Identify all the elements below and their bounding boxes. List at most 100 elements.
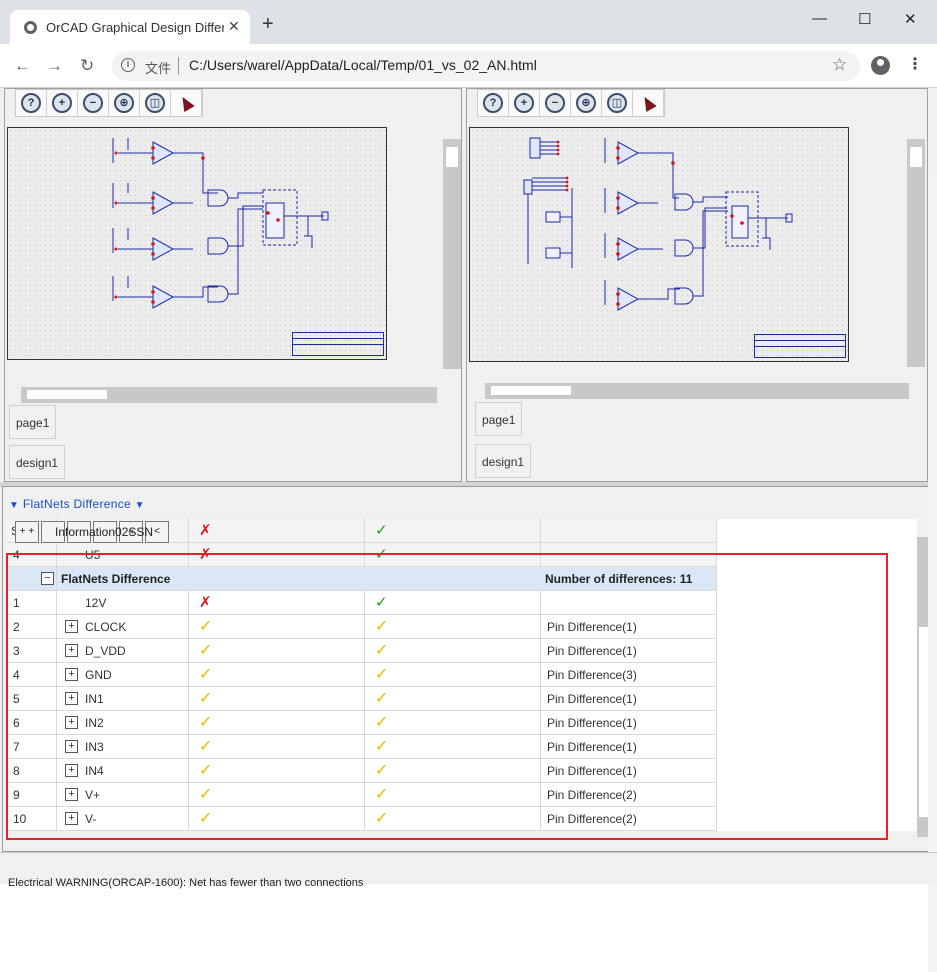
help-button[interactable]: ? — [478, 90, 509, 116]
net-name: IN1 — [57, 687, 189, 711]
expand-row-button[interactable]: + — [65, 764, 78, 777]
difference-detail: Pin Difference(1) — [541, 735, 717, 759]
right-status-check-icon: ✓ — [365, 543, 541, 567]
net-name: U5 — [57, 543, 189, 567]
select-pointer-button[interactable] — [633, 90, 664, 116]
difference-detail: Pin Difference(2) — [541, 783, 717, 807]
expand-row-button[interactable]: + — [65, 788, 78, 801]
zoom-in-button[interactable]: + — [47, 90, 78, 116]
title-block — [292, 332, 384, 356]
prev-page-button[interactable]: < — [145, 521, 169, 543]
left-vertical-scrollbar[interactable] — [443, 139, 461, 369]
overlay-info-text: Information02SSN — [55, 525, 154, 539]
back-button[interactable]: ← — [14, 56, 31, 75]
table-row[interactable]: 9+V+✓✓Pin Difference(2) — [7, 783, 717, 807]
profile-avatar-icon[interactable] — [871, 56, 890, 75]
scroll-thumb[interactable] — [27, 390, 107, 399]
row-number: 8 — [7, 759, 57, 783]
select-pointer-button[interactable] — [171, 90, 202, 116]
zoom-fit-button[interactable]: ⊕ — [109, 90, 140, 116]
close-window-button[interactable]: ✕ — [904, 11, 917, 28]
first-page-button[interactable]: « — [119, 521, 143, 543]
url-text[interactable]: C:/Users/warel/AppData/Local/Temp/01_vs_… — [189, 57, 537, 73]
left-status-warning-check-icon: ✓ — [189, 615, 365, 639]
scroll-thumb[interactable] — [446, 147, 458, 167]
net-name: GND — [57, 663, 189, 687]
reload-button[interactable]: ↻ — [80, 56, 95, 75]
expand-row-button[interactable]: + — [65, 620, 78, 633]
scroll-thumb[interactable] — [919, 627, 929, 817]
info-icon[interactable]: i — [121, 58, 135, 72]
net-name: D_VDD — [57, 639, 189, 663]
group-header-row[interactable]: − FlatNets Difference Number of differen… — [7, 567, 717, 591]
close-tab-icon[interactable]: ✕ — [228, 18, 240, 34]
scroll-thumb[interactable] — [491, 386, 571, 395]
table-row[interactable]: 4+GND✓✓Pin Difference(3) — [7, 663, 717, 687]
toolbar-button[interactable] — [67, 521, 91, 543]
menu-kebab-icon[interactable]: ⋮ — [907, 56, 923, 73]
right-status-check-icon: ✓ — [365, 519, 541, 543]
right-horizontal-scrollbar[interactable] — [485, 383, 909, 399]
zoom-out-button[interactable]: − — [78, 90, 109, 116]
zoom-fit-icon: ⊕ — [576, 93, 596, 113]
diff-panel-title: FlatNets Difference — [22, 497, 132, 511]
table-row[interactable]: 8+IN4✓✓Pin Difference(1) — [7, 759, 717, 783]
minimize-button[interactable]: — — [812, 10, 827, 27]
toolbar-button[interactable] — [41, 521, 65, 543]
table-row[interactable]: 6+IN2✓✓Pin Difference(1) — [7, 711, 717, 735]
expand-row-button[interactable]: + — [65, 812, 78, 825]
table-row[interactable]: 3+D_VDD✓✓Pin Difference(1) — [7, 639, 717, 663]
right-viewer-toolbar: ? + − ⊕ ◫ — [477, 89, 665, 117]
right-status-warning-check-icon: ✓ — [365, 783, 541, 807]
status-message: Electrical WARNING(ORCAP-1600): Net has … — [8, 877, 364, 889]
right-status-warning-check-icon: ✓ — [365, 735, 541, 759]
right-design-tab[interactable]: design1 — [475, 444, 532, 478]
row-number — [7, 567, 57, 591]
zoom-area-button[interactable]: ◫ — [602, 90, 633, 116]
left-horizontal-scrollbar[interactable] — [21, 387, 437, 403]
zoom-out-button[interactable]: − — [540, 90, 571, 116]
left-page-tab[interactable]: page1 — [9, 405, 57, 439]
table-row[interactable]: 4 U5 ✗ ✓ — [7, 543, 717, 567]
toolbar-button[interactable] — [93, 521, 117, 543]
table-row[interactable]: 7+IN3✓✓Pin Difference(1) — [7, 735, 717, 759]
left-schematic-drawing — [112, 138, 329, 309]
right-vertical-scrollbar[interactable] — [907, 139, 925, 367]
right-status-warning-check-icon: ✓ — [365, 615, 541, 639]
scroll-thumb[interactable] — [910, 147, 922, 167]
browser-tab[interactable]: OrCAD Graphical Design Difference ✕ — [10, 10, 250, 44]
row-number: 9 — [7, 783, 57, 807]
zoom-fit-button[interactable]: ⊕ — [571, 90, 602, 116]
left-status-warning-check-icon: ✓ — [189, 711, 365, 735]
pane-splitter[interactable] — [0, 482, 937, 487]
address-bar[interactable]: i 文件 C:/Users/warel/AppData/Local/Temp/0… — [112, 51, 860, 81]
zoom-in-button[interactable]: + — [509, 90, 540, 116]
expand-row-button[interactable]: + — [65, 692, 78, 705]
right-schematic-canvas[interactable] — [469, 127, 849, 362]
diff-panel-header[interactable]: ▼ FlatNets Difference ▼ — [9, 497, 145, 511]
help-button[interactable]: ? — [16, 90, 47, 116]
maximize-button[interactable]: ☐ — [858, 11, 872, 28]
expand-row-button[interactable]: + — [65, 644, 78, 657]
right-page-tab[interactable]: page1 — [475, 402, 523, 436]
expand-row-button[interactable]: + — [65, 668, 78, 681]
expand-row-button[interactable]: + — [65, 740, 78, 753]
table-row[interactable]: 10+V-✓✓Pin Difference(2) — [7, 807, 717, 831]
expand-all-button[interactable]: + + — [15, 521, 39, 543]
left-design-tab[interactable]: design1 — [9, 445, 66, 479]
expand-row-button[interactable]: + — [65, 716, 78, 729]
zoom-area-button[interactable]: ◫ — [140, 90, 171, 116]
new-tab-button[interactable]: + — [262, 13, 274, 35]
net-name: CLOCK — [57, 615, 189, 639]
row-number: 10 — [7, 807, 57, 831]
bookmark-star-icon[interactable]: ☆ — [832, 55, 848, 74]
table-row[interactable]: 2+CLOCK✓✓Pin Difference(1) — [7, 615, 717, 639]
left-schematic-canvas[interactable] — [7, 127, 387, 360]
forward-button[interactable]: → — [46, 56, 63, 75]
left-status-warning-check-icon: ✓ — [189, 639, 365, 663]
table-row[interactable]: 5+IN1✓✓Pin Difference(1) — [7, 687, 717, 711]
diff-vertical-scrollbar[interactable] — [917, 537, 931, 837]
collapse-group-button[interactable]: − — [41, 572, 54, 585]
left-schematic-pane: ? + − ⊕ ◫ — [4, 88, 462, 482]
